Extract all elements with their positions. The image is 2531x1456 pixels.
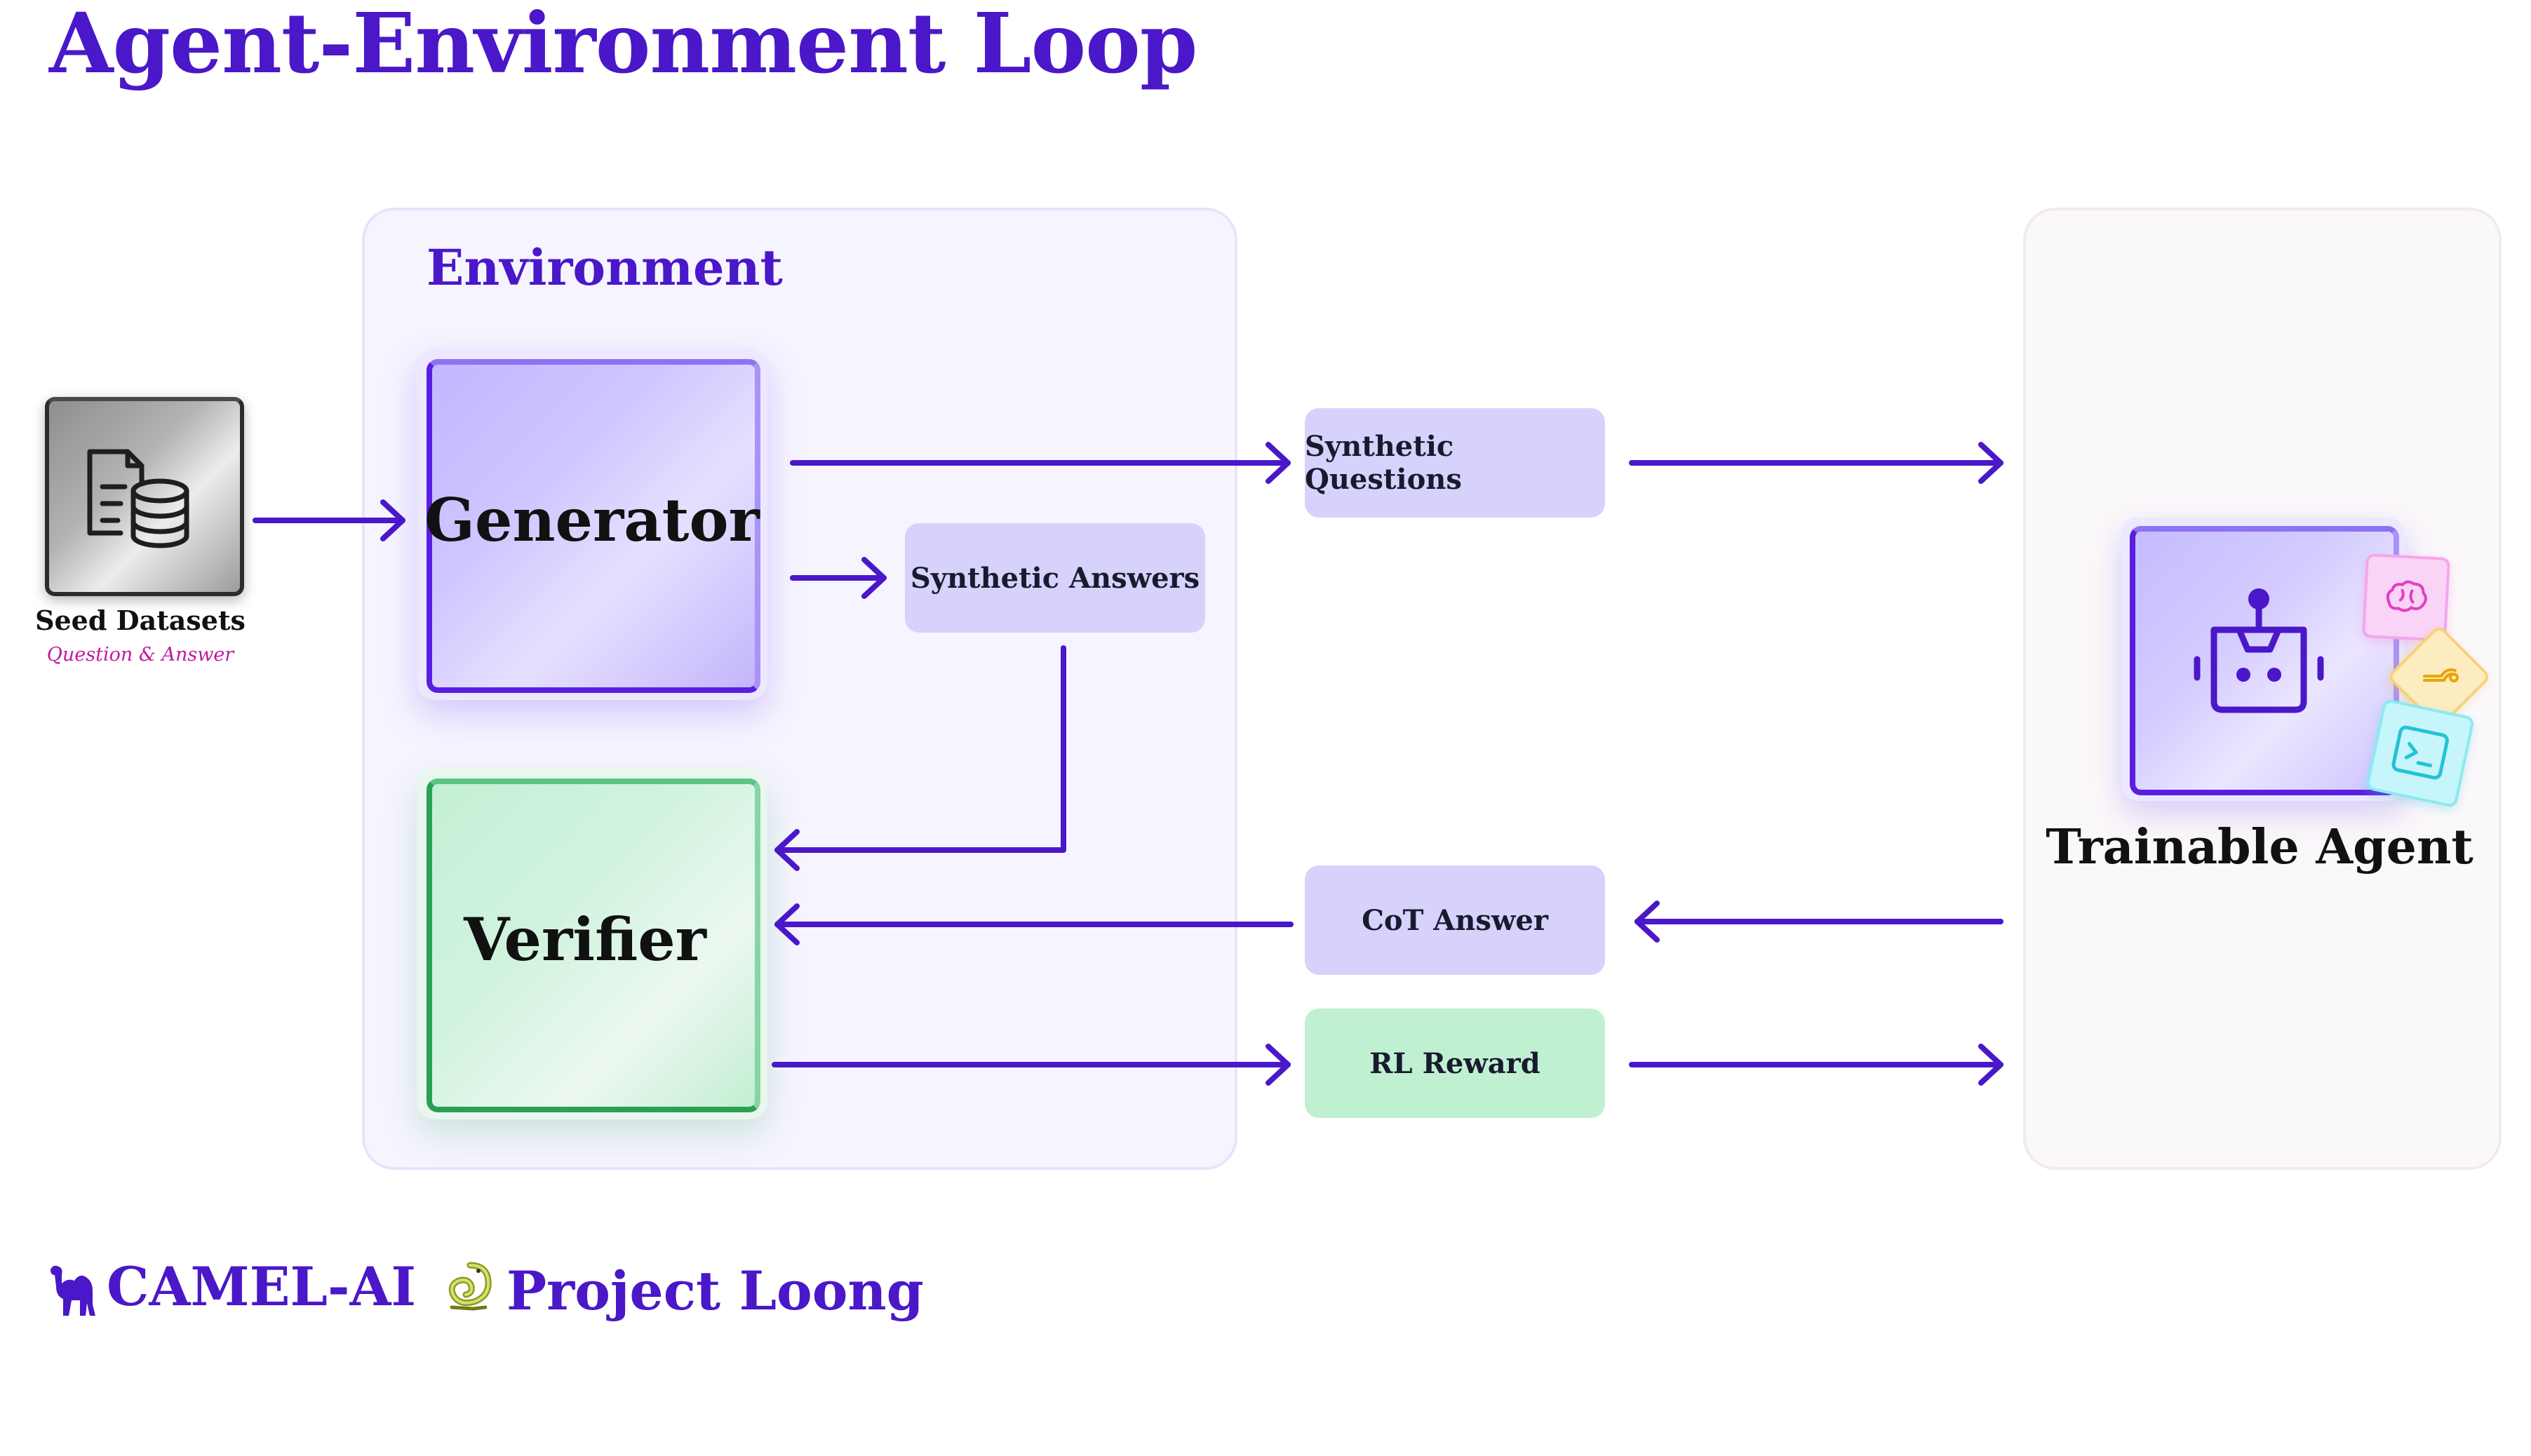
terminal-card [2365,698,2476,809]
seed-datasets-label: Seed Datasets [35,605,246,636]
arrow-answers-to-verifier [774,645,1066,871]
terminal-icon [2391,725,2449,780]
agent-label: Trainable Agent [2046,819,2473,875]
seed-datasets-node [45,397,244,596]
page-title: Agent-Environment Loop [49,0,1197,92]
arrow-seed-to-generator [253,499,405,541]
arrow-verifier-to-reward [772,1044,1291,1086]
camel-logo-icon [51,1265,95,1316]
verifier-node [427,778,760,1112]
arrow-reward-to-agent [1629,1044,2003,1086]
cot-answer-node: CoT Answer [1305,865,1605,975]
loong-dragon-logo-icon [448,1262,492,1311]
robot-icon [2194,588,2324,713]
generator-label: Generator [424,485,760,555]
environment-label: Environment [427,238,783,297]
arrow-generator-to-answers [790,557,887,599]
rl-reward-node: RL Reward [1305,1009,1605,1118]
verifier-label: Verifier [464,905,706,974]
arrow-agent-to-cot [1634,901,2003,943]
tool-icon [2423,668,2459,682]
synthetic-questions-node: Synthetic Questions [1305,408,1605,518]
camel-ai-logo: CAMEL-AI [107,1255,417,1318]
arrow-questions-to-agent [1629,442,2003,484]
arrow-cot-to-verifier [774,903,1294,945]
project-loong-logo: Project Loong [506,1260,924,1322]
arrow-generator-to-questions [790,442,1291,484]
seed-datasets-sublabel: Question & Answer [46,644,234,666]
brain-icon [2386,580,2427,612]
generator-node [427,359,760,693]
synthetic-answers-node: Synthetic Answers [905,523,1205,633]
document-database-icon [87,449,189,548]
tool-card [2386,624,2492,729]
brain-card [2361,553,2451,642]
agent-node [2130,526,2399,795]
